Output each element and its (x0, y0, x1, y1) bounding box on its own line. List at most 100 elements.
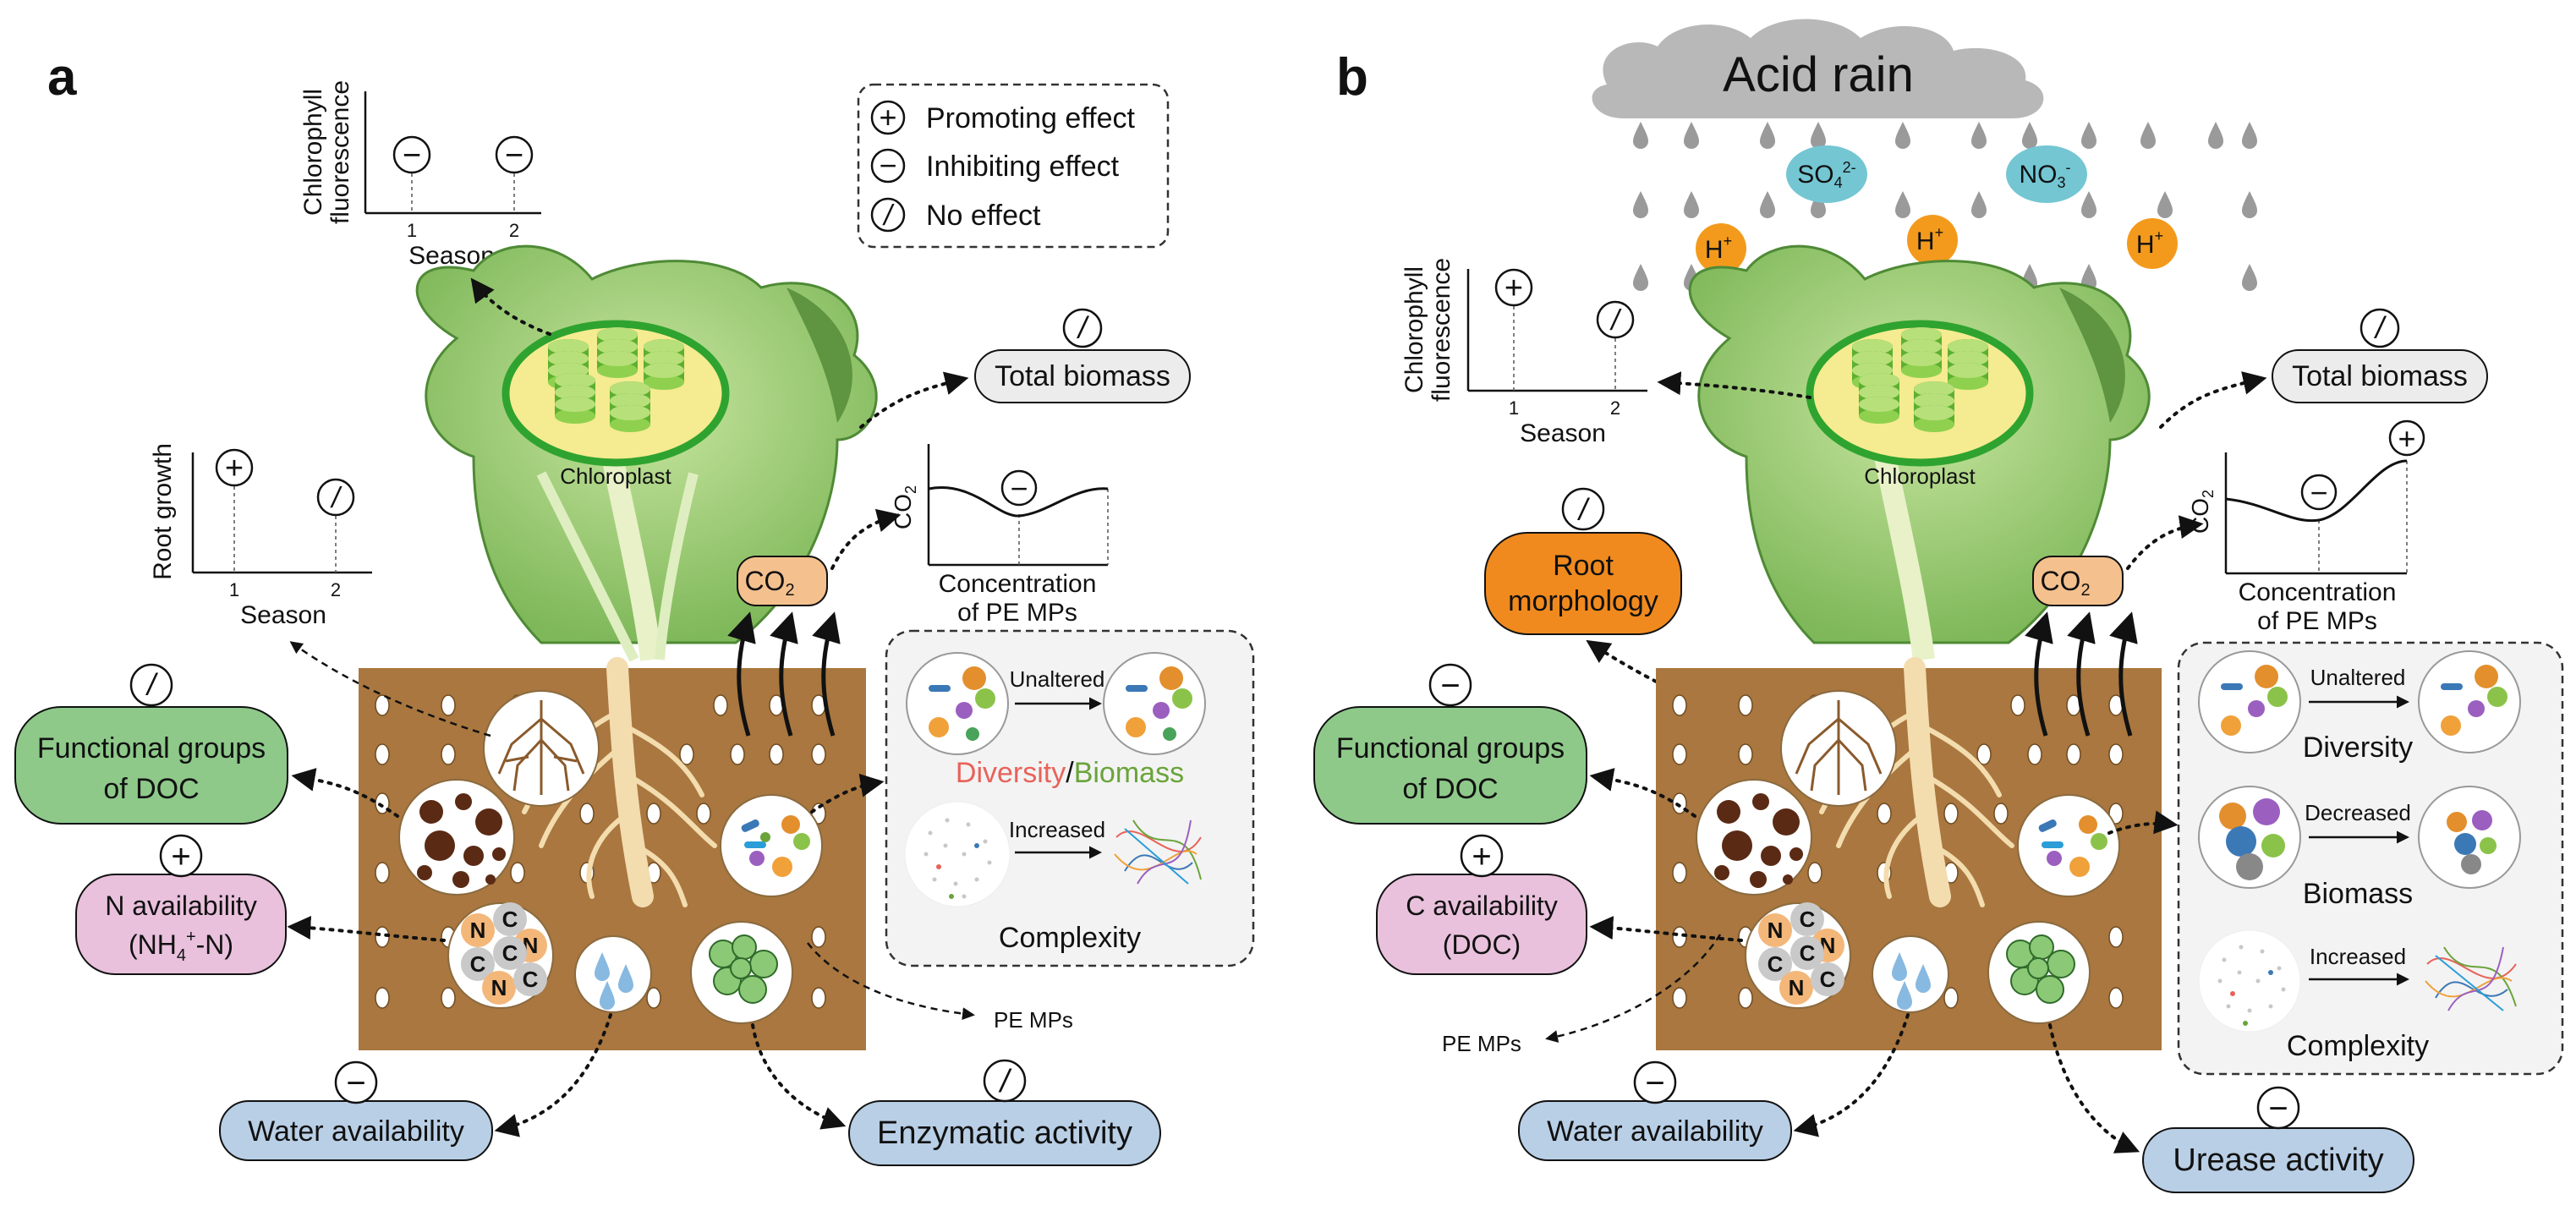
svg-text:H+: H+ (1916, 224, 1943, 255)
chloro-ylabel-2-b: fluorescence (1428, 258, 1455, 402)
svg-text:(NH4+-N): (NH4+-N) (129, 928, 233, 965)
water-sign-b: − (1645, 1065, 1664, 1102)
n-availability-sup: + (186, 928, 196, 946)
c-availability-sign: + (1472, 838, 1491, 875)
arrow-c-availability (1589, 916, 1743, 942)
microbe-decreased-b: Decreased (2305, 800, 2411, 825)
root-ylabel: Root growth (149, 443, 177, 580)
h-sup: + (2155, 227, 2164, 244)
c-availability-b: C availability (DOC) + (1376, 834, 1587, 975)
network-before-b (2217, 945, 2286, 1026)
root-growth-plot: Root growth 1 2 Season + / (149, 443, 372, 629)
total-biomass-a: Total biomass / (974, 308, 1191, 403)
legend-no-effect: No effect (926, 200, 1041, 232)
plus-icon (1460, 834, 1504, 878)
slash-icon (1561, 487, 1605, 531)
arrow-n-availability (287, 916, 446, 942)
arrow-co2-plot-a (830, 508, 902, 570)
plus-icon (2388, 419, 2425, 457)
chloro-sign-2: − (505, 138, 523, 173)
arrow-pe-mps-a (807, 942, 975, 1021)
functional-groups-line2-b: of DOC (1402, 773, 1498, 805)
soil-aggregate-icon (398, 779, 515, 896)
chloroplast-b: Chloroplast (1806, 320, 2034, 489)
root-sign-2: / (330, 482, 343, 514)
carbon-compound-icon: N C N C C N C (1745, 902, 1851, 1009)
co2-sign-a: − (1010, 471, 1028, 506)
microbe-diversity-a: Diversity (956, 757, 1066, 789)
arrow-microbe-b (2107, 810, 2179, 835)
so4-sub: 4 (1834, 174, 1843, 191)
slash-icon (316, 478, 355, 517)
h-main: H (1916, 227, 1935, 255)
microbe-increased-b: Increased (2310, 944, 2406, 969)
co2-ylabel-sub-a: 2 (902, 485, 919, 494)
enzyme-icon (1987, 921, 2091, 1024)
co2-ylabel-sub-b: 2 (2200, 490, 2217, 498)
ion-no3: NO3- (2006, 145, 2087, 203)
co2-sign-max-b: + (2398, 421, 2415, 456)
arrow-microbe-a (810, 773, 885, 814)
hex-letter: N (491, 975, 507, 1000)
root-tick-2: 2 (331, 579, 341, 600)
biomass-cluster-after-b (2447, 810, 2497, 874)
arrow-root-a (289, 641, 491, 737)
minus-icon (1428, 663, 1472, 707)
svg-text:NO3-: NO3- (2019, 159, 2070, 191)
arrow-water-a (494, 1013, 612, 1137)
pe-mps-label-b: PE MPs (1442, 1031, 1521, 1056)
chloro-tick-1: 1 (407, 220, 417, 241)
h-main: H (2136, 231, 2155, 259)
co2-plot-b: − + CO2 Concentration of PE MPs (2187, 419, 2425, 635)
microbe-cluster-before-b (2221, 665, 2288, 736)
n-availability-a: N availability (NH4+-N) + (75, 834, 287, 975)
microbe-cluster-after-b (2441, 665, 2507, 736)
microbe-slash-a: / (1066, 757, 1074, 789)
network-before-a (924, 818, 992, 899)
ion-h-1: H+ (1696, 223, 1746, 274)
h-sup: + (1935, 224, 1944, 241)
microbe-unaltered-b: Unaltered (2310, 665, 2406, 690)
chloroplast-label-b: Chloroplast (1864, 463, 1976, 489)
network-after-b (2425, 946, 2517, 1011)
so4-sup: 2- (1843, 159, 1856, 176)
water-availability-a: Water availability − (219, 1060, 493, 1161)
co2-badge-b: CO2 (2032, 556, 2124, 606)
panel-b-label: b (1336, 48, 1368, 107)
slash-icon (1596, 300, 1635, 339)
arrow-urease (2048, 1023, 2140, 1153)
arrow-chloro-b (1657, 371, 1811, 399)
n-availability-line1: N availability (105, 890, 257, 921)
no3-main: NO (2019, 161, 2057, 189)
svg-text:SO42-: SO42- (1797, 159, 1855, 191)
biomass-cluster-before-b (2219, 798, 2285, 880)
cloud-icon: Acid rain (1592, 19, 2044, 118)
functional-groups-line1-a: Functional groups (37, 732, 266, 764)
water-sign-a: − (346, 1065, 365, 1102)
co2-ylabel-b: CO (2187, 498, 2213, 534)
h-sup: + (1724, 233, 1733, 249)
co2-ylabel-a: CO (890, 494, 916, 529)
minus-icon (495, 135, 534, 174)
co2-xlabel-2-b: of PE MPs (2257, 607, 2377, 635)
soil-aggregate-icon (1696, 779, 1812, 896)
functional-groups-b: Functional groups of DOC − (1313, 663, 1587, 825)
no3-sub: 3 (2057, 174, 2065, 191)
microbe-complexity-a: Complexity (999, 922, 1141, 954)
legend-box: + Promoting effect − Inhibiting effect /… (857, 83, 1170, 249)
h-main: H (1705, 236, 1724, 264)
hex-letter: C (1768, 951, 1784, 977)
hex-letter: C (1800, 907, 1816, 932)
root-system-icon (1780, 690, 1897, 807)
hex-letter: N (1768, 918, 1784, 943)
microbe-biomass-a: Biomass (1074, 757, 1184, 789)
total-biomass-label-b: Total biomass (2292, 360, 2468, 392)
ion-h-2: H+ (1907, 215, 1958, 266)
chlorophyll-plot-b: Chlorophyll fluorescence 1 2 Season + / (1400, 258, 1647, 447)
chloro-ylabel-2: fluorescence (326, 80, 354, 224)
enzyme-icon (690, 921, 793, 1024)
co2-plot-a: − CO2 Concentration of PE MPs (890, 444, 1109, 627)
chloro-sign-2-b: / (1609, 304, 1622, 337)
microbe-cluster-after-a (1126, 666, 1192, 741)
